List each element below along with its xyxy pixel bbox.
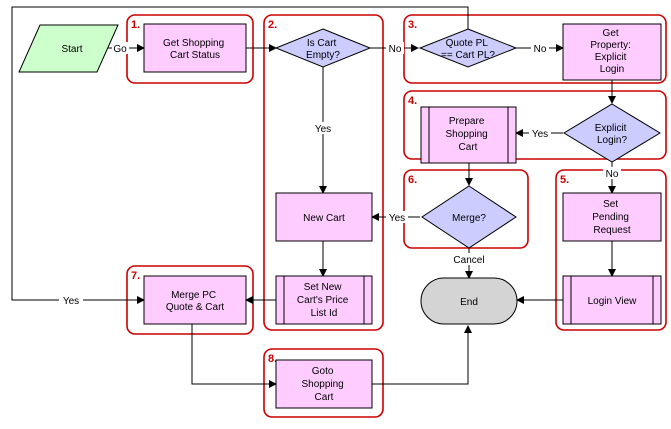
goto-cart-node	[275, 359, 373, 409]
step-number-3: 3.	[408, 19, 417, 31]
start-node	[18, 24, 119, 73]
step-number-1: 1.	[131, 19, 140, 31]
group-6	[403, 169, 529, 249]
edge-label-yes-loop: Yes	[63, 296, 79, 307]
get-property-node	[562, 23, 662, 81]
edge-label-cancel: Cancel	[453, 255, 484, 266]
group-2	[263, 14, 384, 331]
is-cart-empty-decision	[274, 28, 372, 68]
edge-label-go: Go	[113, 44, 127, 55]
end-label: End	[460, 297, 478, 308]
group-4	[403, 90, 667, 160]
login-view-label: Login View	[588, 296, 638, 307]
edge-label-yes-login: Yes	[532, 129, 548, 140]
explicit-login-decision	[563, 103, 661, 163]
set-price-list-node	[275, 275, 373, 325]
merge-decision	[421, 185, 517, 249]
step-number-4: 4.	[408, 95, 417, 107]
set-pending-label: Set Pending Request	[592, 199, 631, 236]
step-groups	[126, 14, 667, 418]
get-cart-status-label: Get Shopping Cart Status	[163, 38, 227, 61]
new-cart-node	[275, 192, 373, 242]
get-cart-status-node	[143, 23, 247, 73]
edge-goto-to-end	[372, 325, 472, 385]
prepare-cart-label: Prepare Shopping Cart	[445, 116, 490, 153]
edge-label-yes-empty: Yes	[315, 124, 331, 135]
set-price-list-label: Set New Cart's Price List Id	[297, 282, 351, 319]
step-number-5: 5.	[560, 174, 569, 186]
new-cart-label: New Cart	[303, 213, 345, 224]
quote-pl-decision	[418, 28, 518, 68]
step-number-6: 6.	[408, 174, 417, 186]
end-node	[420, 277, 518, 325]
quote-pl-label: Quote PL == Cart PL?	[441, 38, 495, 61]
edge-label-no-quote: No	[389, 44, 402, 55]
merge-pc-quote-label: Merge PC Quote & Cart	[166, 290, 225, 313]
is-cart-empty-label: Is Cart Empty?	[306, 38, 340, 61]
start-label: Start	[61, 44, 82, 55]
group-8	[263, 348, 384, 418]
get-property-label: Get Property: Explicit Login	[590, 28, 633, 75]
edge-label-yes-merge: Yes	[389, 213, 405, 224]
edge-label-no-property: No	[534, 44, 547, 55]
merge-label: Merge?	[452, 213, 486, 224]
edge-label-no-login: No	[606, 169, 619, 180]
explicit-login-label: Explicit Login?	[595, 123, 629, 146]
step-number-8: 8.	[268, 353, 277, 365]
merge-pc-quote-node	[143, 275, 247, 325]
edge-quote-yes-loop	[11, 6, 469, 304]
login-view-node	[562, 275, 662, 325]
prepare-cart-node	[420, 106, 517, 164]
step-number-7: 7.	[131, 270, 140, 282]
edge-mergepc-to-goto	[191, 324, 277, 388]
step-number-2: 2.	[268, 19, 277, 31]
set-pending-node	[562, 192, 662, 242]
goto-cart-label: Goto Shopping Cart	[301, 366, 346, 403]
